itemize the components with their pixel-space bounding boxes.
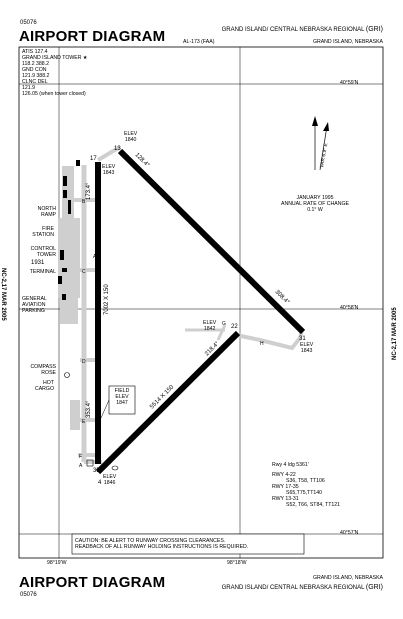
freq-tower-values: 118.2 388.2 [22, 61, 50, 67]
footer-city-state: GRAND ISLAND, NEBRASKA [312, 575, 383, 581]
mag-note-value: 0.1° W [307, 207, 323, 213]
lat-label-57: 40°57'N [340, 530, 359, 536]
runway-17-35 [95, 162, 101, 464]
runway-end-symbol [111, 465, 119, 471]
caution-note: CAUTION: BE ALERT TO RUNWAY CROSSING CLE… [75, 538, 249, 550]
building [58, 276, 62, 284]
svg-text:F: F [79, 454, 82, 460]
runway-4-22 [95, 330, 241, 475]
svg-text:35: 35 [93, 468, 100, 474]
freq-tower: GRAND ISLAND TOWER ★ [22, 55, 88, 61]
compass-rose-symbol [64, 372, 70, 378]
lon-label-18: 98°18'W [227, 560, 247, 566]
svg-text:13: 13 [114, 146, 121, 152]
tower-height: 1931 [31, 260, 45, 266]
airport-name: GRAND ISLAND/ CENTRAL NEBRASKA REGIONAL … [221, 26, 383, 33]
freq-ground: GND CON [22, 67, 47, 73]
ga-apron [60, 298, 78, 324]
taxiway-h [235, 329, 304, 351]
lat-label-58: 40°58'N [340, 305, 359, 311]
svg-text:C: C [82, 269, 86, 275]
runway-13-31 [117, 148, 306, 335]
svg-text:4: 4 [98, 480, 102, 486]
svg-text:22: 22 [231, 324, 238, 330]
building [62, 268, 67, 272]
terminal-apron [58, 218, 80, 298]
lat-label-59: 40°59'N [340, 80, 359, 86]
rwy-13-31-dims: 6608 X 100 [195, 225, 221, 251]
building [68, 200, 71, 214]
mag-note-date: JANUARY 1995 [296, 195, 334, 201]
svg-text:17: 17 [90, 156, 97, 162]
taxiway-13-link [96, 145, 122, 162]
freq-clnc: CLNC DEL [22, 79, 48, 85]
svg-text:31: 31 [299, 336, 306, 342]
var-label: VAR 6.9° E [319, 142, 329, 168]
footer-title: AIRPORT DIAGRAM [19, 574, 166, 591]
lon-label-19: 98°19'W [47, 560, 67, 566]
runway-4-marker [86, 459, 94, 467]
doc-number-top: 05076 [20, 20, 37, 26]
svg-text:A: A [79, 463, 83, 469]
svg-text:B: B [82, 199, 86, 205]
svg-text:E: E [82, 419, 86, 425]
caution-box [71, 533, 305, 555]
bearing-strength-block: Rwy 4 ldg 5361' RWY 4-22 S36, T58, TT106… [272, 462, 378, 508]
freq-alt: 126.05 (when tower closed) [22, 91, 86, 97]
city-state: GRAND ISLAND, NEBRASKA [312, 39, 383, 45]
svg-text:D: D [82, 359, 86, 365]
building [60, 250, 64, 260]
magnetic-note: JANUARY 1995 ANNUAL RATE OF CHANGE 0.1° … [270, 195, 360, 213]
svg-text:G: G [222, 321, 226, 327]
page-title: AIRPORT DIAGRAM [19, 28, 166, 45]
building [62, 294, 66, 300]
cargo-apron [70, 400, 80, 430]
freq-clnc-value: 121.9 [22, 85, 35, 91]
map-border [18, 46, 384, 559]
terminal-label: TERMINAL [29, 269, 56, 275]
hdg-353: 353.4° [86, 400, 92, 418]
footer-airport-name: GRAND ISLAND/ CENTRAL NEBRASKA REGIONAL … [221, 584, 383, 591]
building [76, 160, 80, 166]
svg-text:A: A [93, 254, 97, 260]
rwy-17-35-dims: 7002 X 150 [104, 284, 110, 315]
field-elev-box [108, 385, 136, 415]
building [63, 176, 67, 186]
svg-text:H: H [260, 341, 264, 347]
freq-ground-values: 121.9 388.2 [22, 73, 50, 79]
magnetic-north-arrow [319, 125, 328, 171]
faa-reference: AL-173 (FAA) [183, 39, 215, 45]
freq-atis: ATIS 127.4 [22, 49, 48, 55]
mag-note-rate: ANNUAL RATE OF CHANGE [280, 201, 350, 207]
hdg-173: 173.4° [86, 182, 92, 200]
taxiway-g2 [216, 324, 227, 341]
doc-number-bottom: 05076 [20, 592, 37, 598]
frequencies-block: ATIS 127.4 GRAND ISLAND TOWER ★ 118.2 38… [22, 49, 132, 97]
rwy4-landing-distance: Rwy 4 ldg 5361' [272, 462, 309, 468]
building [63, 190, 67, 198]
